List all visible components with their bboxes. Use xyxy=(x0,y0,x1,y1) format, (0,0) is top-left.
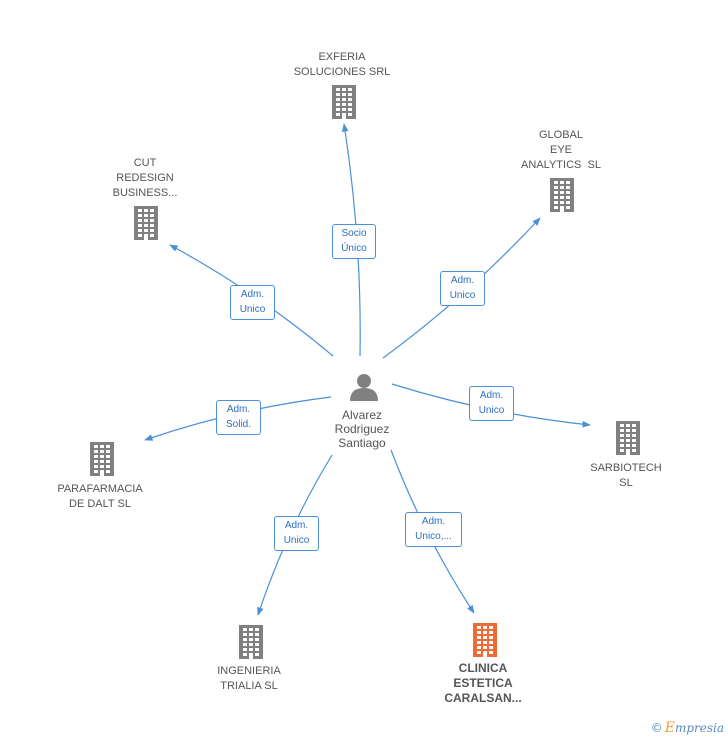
building-icon-cut[interactable] xyxy=(134,206,158,240)
building-icon-clinica[interactable] xyxy=(473,623,497,657)
brand-initial: E xyxy=(664,720,675,736)
relation-label-clinica: Adm. Unico,... xyxy=(405,512,462,547)
relation-label-parafarmacia: Adm. Solid. xyxy=(216,400,261,435)
relation-label-global: Adm. Unico xyxy=(440,271,485,306)
person-icon[interactable] xyxy=(350,374,378,401)
company-name-parafarmacia[interactable]: PARAFARMACIA DE DALT SL xyxy=(57,483,143,510)
company-name-ingenieria[interactable]: INGENIERIA TRIALIA SL xyxy=(217,665,281,692)
building-icon-parafarmacia[interactable] xyxy=(90,442,114,476)
company-name-cut[interactable]: CUT REDESIGN BUSINESS... xyxy=(112,157,178,199)
brand-footer[interactable]: ©Empresia xyxy=(651,720,724,736)
building-icon-global[interactable] xyxy=(550,178,574,212)
person-name[interactable]: Alvarez Rodriguez Santiago xyxy=(334,408,390,450)
company-name-sarbiotech[interactable]: SARBIOTECH SL xyxy=(590,462,662,489)
building-icon-ingenieria[interactable] xyxy=(239,625,263,659)
relation-label-sarbiotech: Adm. Unico xyxy=(469,386,514,421)
icons-layer xyxy=(90,85,640,659)
building-icon-sarbiotech[interactable] xyxy=(616,421,640,455)
edges-layer xyxy=(144,123,591,616)
relation-label-ingenieria: Adm. Unico xyxy=(274,516,319,551)
company-name-global[interactable]: GLOBAL EYE ANALYTICS SL xyxy=(521,129,601,171)
copyright-symbol: © xyxy=(650,721,663,735)
relation-label-exferia: Socio Único xyxy=(332,224,376,259)
brand-name: mpresia xyxy=(674,721,724,735)
company-name-clinica[interactable]: CLINICA ESTETICA CARALSAN... xyxy=(444,661,522,705)
relation-label-cut: Adm. Unico xyxy=(230,285,275,320)
company-name-exferia[interactable]: EXFERIA SOLUCIONES SRL xyxy=(293,51,391,78)
building-icon-exferia[interactable] xyxy=(332,85,356,119)
